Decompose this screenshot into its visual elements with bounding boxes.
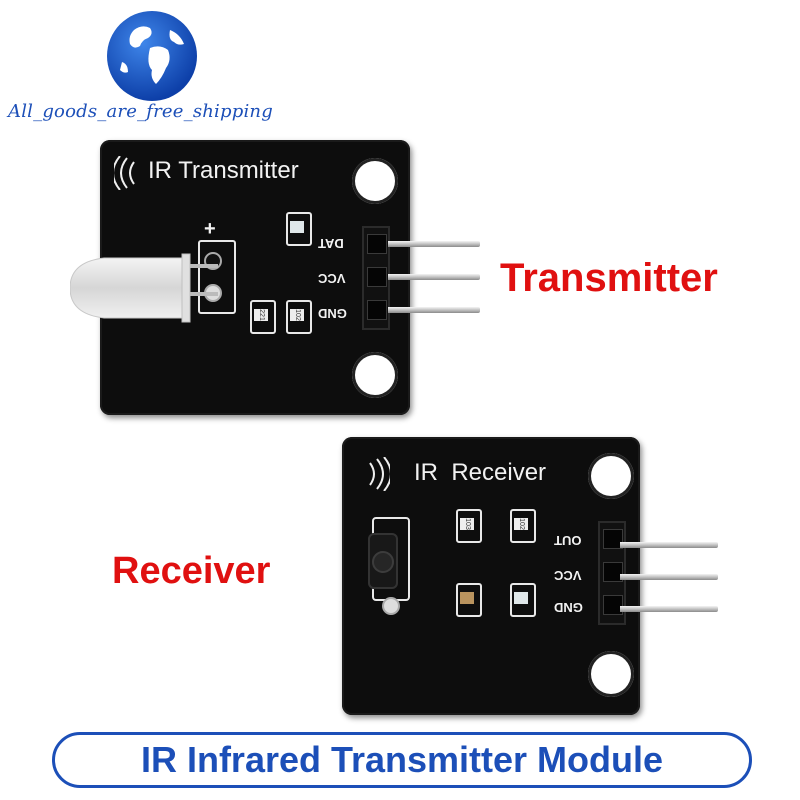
board-title: IR Receiver [414, 459, 547, 486]
ir-receiver [368, 533, 398, 589]
mount-hole [588, 453, 634, 499]
receiver-callout: Receiver [112, 550, 271, 592]
header-pin [388, 307, 480, 313]
pin-label-gnd: GND [554, 600, 583, 615]
pin-label-dat: DAT [318, 236, 344, 251]
led-mount-outline [198, 240, 236, 314]
polarity-mark: + [204, 218, 216, 240]
shop-logo-text: All_goods_are_free_shipping [8, 101, 273, 122]
signal-waves-icon [369, 457, 390, 491]
solder-pad [382, 597, 400, 615]
product-title: IR Infrared Transmitter Module [140, 739, 664, 780]
resistor: 221 [250, 300, 276, 334]
capacitor [456, 583, 482, 617]
pin-label-vcc: VCC [554, 568, 582, 583]
receiver-board: IR Receiver 103 102 OUT VCC GND [342, 437, 640, 715]
resistor: 102 [286, 300, 312, 334]
shop-logo: All_goods_are_free_shipping [0, 0, 310, 140]
header-pin [620, 574, 718, 580]
mount-hole [352, 158, 398, 204]
resistor: 102 [510, 509, 536, 543]
mount-hole [352, 352, 398, 398]
transmitter-callout: Transmitter [500, 256, 718, 300]
ir-led [70, 253, 218, 323]
resistor: 103 [456, 509, 482, 543]
globe-icon [107, 11, 197, 101]
header-pin [388, 241, 480, 247]
product-title-banner: IR Infrared Transmitter Module [52, 732, 752, 788]
led-indicator [286, 212, 312, 246]
header-pin [388, 274, 480, 280]
board-title: IR Transmitter [148, 157, 299, 184]
led-indicator [510, 583, 536, 617]
mount-hole [588, 651, 634, 697]
header-pin [620, 542, 718, 548]
pin-header [362, 226, 390, 330]
pin-label-gnd: GND [318, 306, 347, 321]
pin-label-out: OUT [554, 533, 582, 548]
signal-waves-icon [114, 156, 135, 190]
pin-label-vcc: VCC [318, 271, 346, 286]
header-pin [620, 606, 718, 612]
